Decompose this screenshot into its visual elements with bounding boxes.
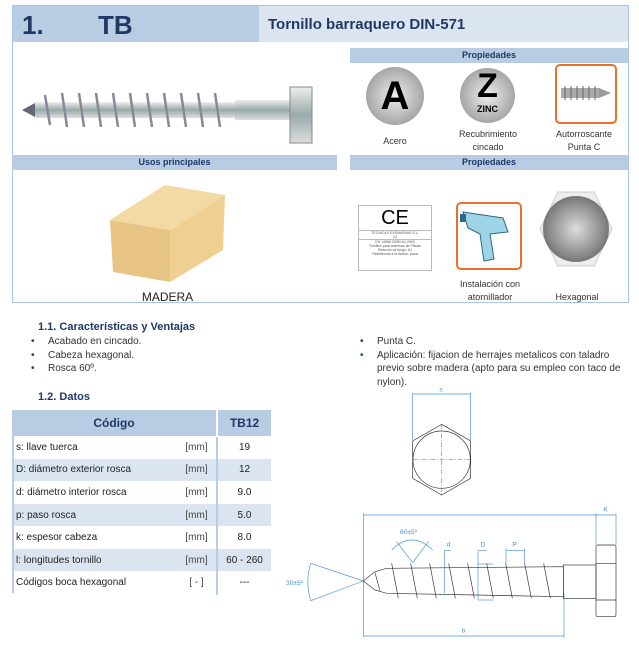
properties-title-2: Propiedades xyxy=(350,155,628,170)
table-border xyxy=(12,410,14,593)
data-heading: 1.2. Datos xyxy=(38,391,90,403)
row-unit: [ - ] xyxy=(177,571,217,595)
hexagonal-icon xyxy=(539,191,613,267)
row-value: 8.0 xyxy=(216,526,271,550)
header-right xyxy=(259,6,628,42)
section-number: 1. xyxy=(22,10,44,40)
row-unit: [mm] xyxy=(177,526,217,550)
header-left xyxy=(13,6,259,42)
screw-image xyxy=(22,86,313,144)
table-row: k: espesor cabeza[mm]8.0 xyxy=(12,526,271,550)
table-row: Códigos boca hexagonal[ - ]--- xyxy=(12,571,271,595)
zinc-label: Recubrimiento cincado xyxy=(458,129,518,152)
features-list-left: Acabado en cincado. Cabeza hexagonal. Ro… xyxy=(26,335,141,376)
row-name: l: longitudes tornillo xyxy=(12,548,177,573)
row-name: d: diámetro interior rosca xyxy=(12,481,177,505)
model-header: TB12 xyxy=(216,410,271,437)
dim-k: K xyxy=(603,507,608,514)
properties-title: Propiedades xyxy=(350,48,628,63)
feature-item: Rosca 60º. xyxy=(26,362,141,376)
row-unit: [mm] xyxy=(177,503,217,527)
ce-mark-label: CE TECNICAS EXPANSIVAS S.L.12 EN 14566:2… xyxy=(358,205,432,271)
row-value: 12 xyxy=(216,458,271,482)
table-row: l: longitudes tornillo[mm]60 - 260 xyxy=(12,548,271,573)
dim-d: d xyxy=(447,542,451,549)
ce-icon: CE xyxy=(359,206,431,231)
row-value: 5.0 xyxy=(216,503,271,527)
row-value: --- xyxy=(216,571,271,595)
product-title: Tornillo barraquero DIN-571 xyxy=(268,16,466,33)
row-unit: [mm] xyxy=(177,548,217,573)
table-row: s: llave tuerca[mm]19 xyxy=(12,436,271,460)
dim-thread-angle: 60±5º xyxy=(400,529,418,536)
hexagonal-label: Hexagonal xyxy=(555,292,599,302)
feature-item: Punta C. xyxy=(355,335,639,349)
dim-D: D xyxy=(481,542,486,549)
row-name: Códigos boca hexagonal xyxy=(12,571,177,595)
dim-p: P xyxy=(512,542,517,549)
row-unit: [mm] xyxy=(177,458,217,482)
table-row: d: diámetro interior rosca[mm]9.0 xyxy=(12,481,271,505)
row-value: 19 xyxy=(216,436,271,460)
row-value: 9.0 xyxy=(216,481,271,505)
row-name: p: paso rosca xyxy=(12,503,177,527)
row-name: k: espesor cabeza xyxy=(12,526,177,550)
row-name: D: diámetro exterior rosca xyxy=(12,458,177,482)
self-tapping-label: Autorroscante Punta C xyxy=(555,129,613,152)
uses-label: MADERA xyxy=(141,290,194,304)
code-header: Código xyxy=(12,410,217,437)
dim-s: s xyxy=(439,387,443,394)
row-value: 60 - 260 xyxy=(216,548,271,573)
technical-drawing: s K 60±5º 30±5º d D P b xyxy=(286,387,617,638)
drill-icon xyxy=(456,202,522,270)
feature-item: Cabeza hexagonal. xyxy=(26,349,141,363)
steel-label: Acero xyxy=(383,136,407,146)
drill-label: Instalación con atornillador xyxy=(459,279,521,302)
row-name: s: llave tuerca xyxy=(12,436,177,460)
table-row: p: paso rosca[mm]5.0 xyxy=(12,503,271,527)
dim-tip-angle: 30±5º xyxy=(286,580,304,587)
product-card xyxy=(12,5,629,303)
dim-b: b xyxy=(462,628,466,635)
features-heading: 1.1. Características y Ventajas xyxy=(38,321,196,333)
feature-item: Acabado en cincado. xyxy=(26,335,141,349)
self-tapping-icon xyxy=(555,64,617,124)
row-unit: [mm] xyxy=(177,436,217,460)
features-list-right: Punta C. Aplicación: fijacion de herraje… xyxy=(355,335,639,389)
row-unit: [mm] xyxy=(177,481,217,505)
table-row: D: diámetro exterior rosca[mm]12 xyxy=(12,458,271,482)
steel-icon: A xyxy=(366,67,424,125)
feature-item: Aplicación: fijacion de herrajes metalic… xyxy=(355,349,639,390)
wood-image xyxy=(110,185,225,282)
product-code: TB xyxy=(98,10,133,40)
uses-title: Usos principales xyxy=(12,155,337,170)
